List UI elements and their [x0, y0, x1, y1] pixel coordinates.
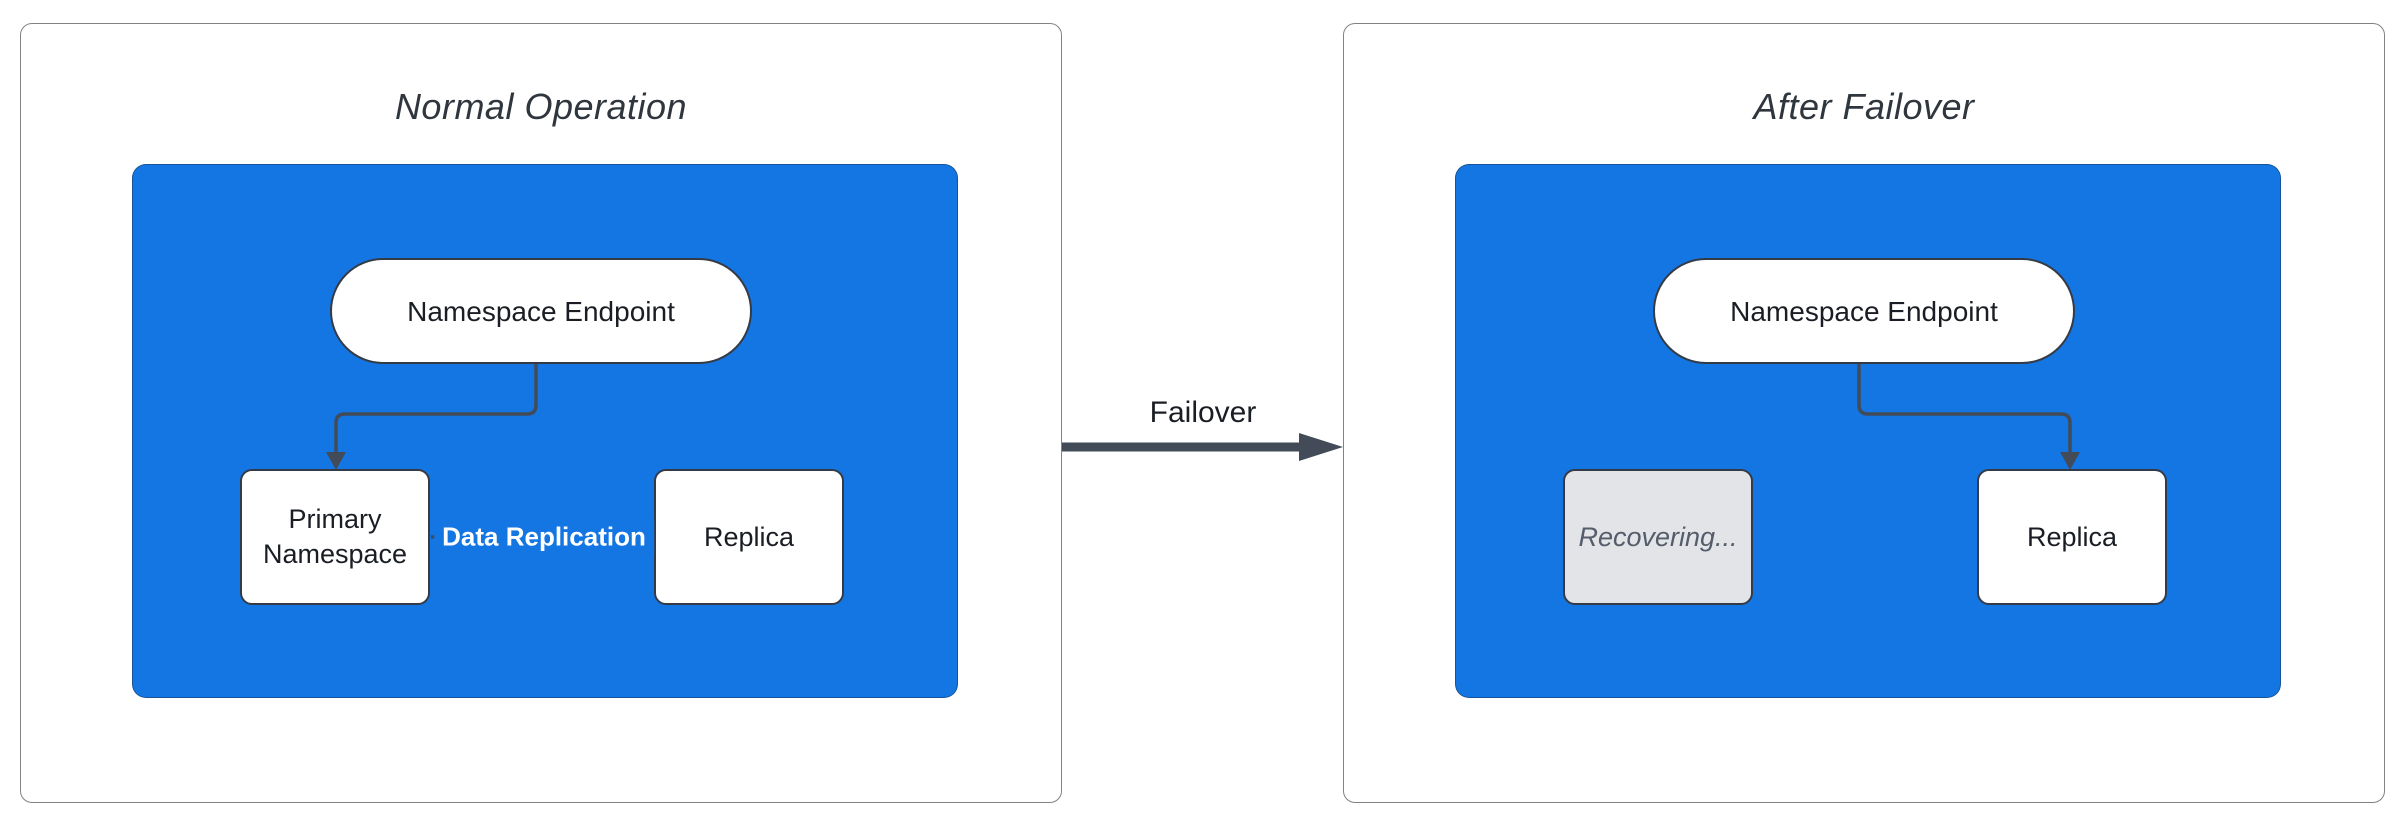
node-replica: Replica	[1977, 469, 2167, 605]
failover-arrow	[1062, 433, 1343, 461]
node-replica: Replica	[654, 469, 844, 605]
arrowhead-right-icon	[1299, 433, 1343, 461]
panel-normal-operation: Normal Operation Namespace Endpoint Prim…	[20, 23, 1062, 803]
edge-label-data-replication: Data Replication	[434, 519, 654, 555]
node-recovering: Recovering...	[1563, 469, 1753, 605]
cluster-background-failover	[1455, 164, 2281, 698]
panel-after-failover: After Failover Namespace Endpoint Recove…	[1343, 23, 2385, 803]
panel-title-normal-operation: Normal Operation	[394, 86, 688, 127]
node-namespace-endpoint: Namespace Endpoint	[330, 258, 752, 364]
node-primary-namespace: Primary Namespace	[240, 469, 430, 605]
failover-label: Failover	[1149, 396, 1257, 429]
cluster-background-normal	[132, 164, 958, 698]
panel-title-after-failover: After Failover	[1753, 86, 1975, 127]
node-namespace-endpoint: Namespace Endpoint	[1653, 258, 2075, 364]
